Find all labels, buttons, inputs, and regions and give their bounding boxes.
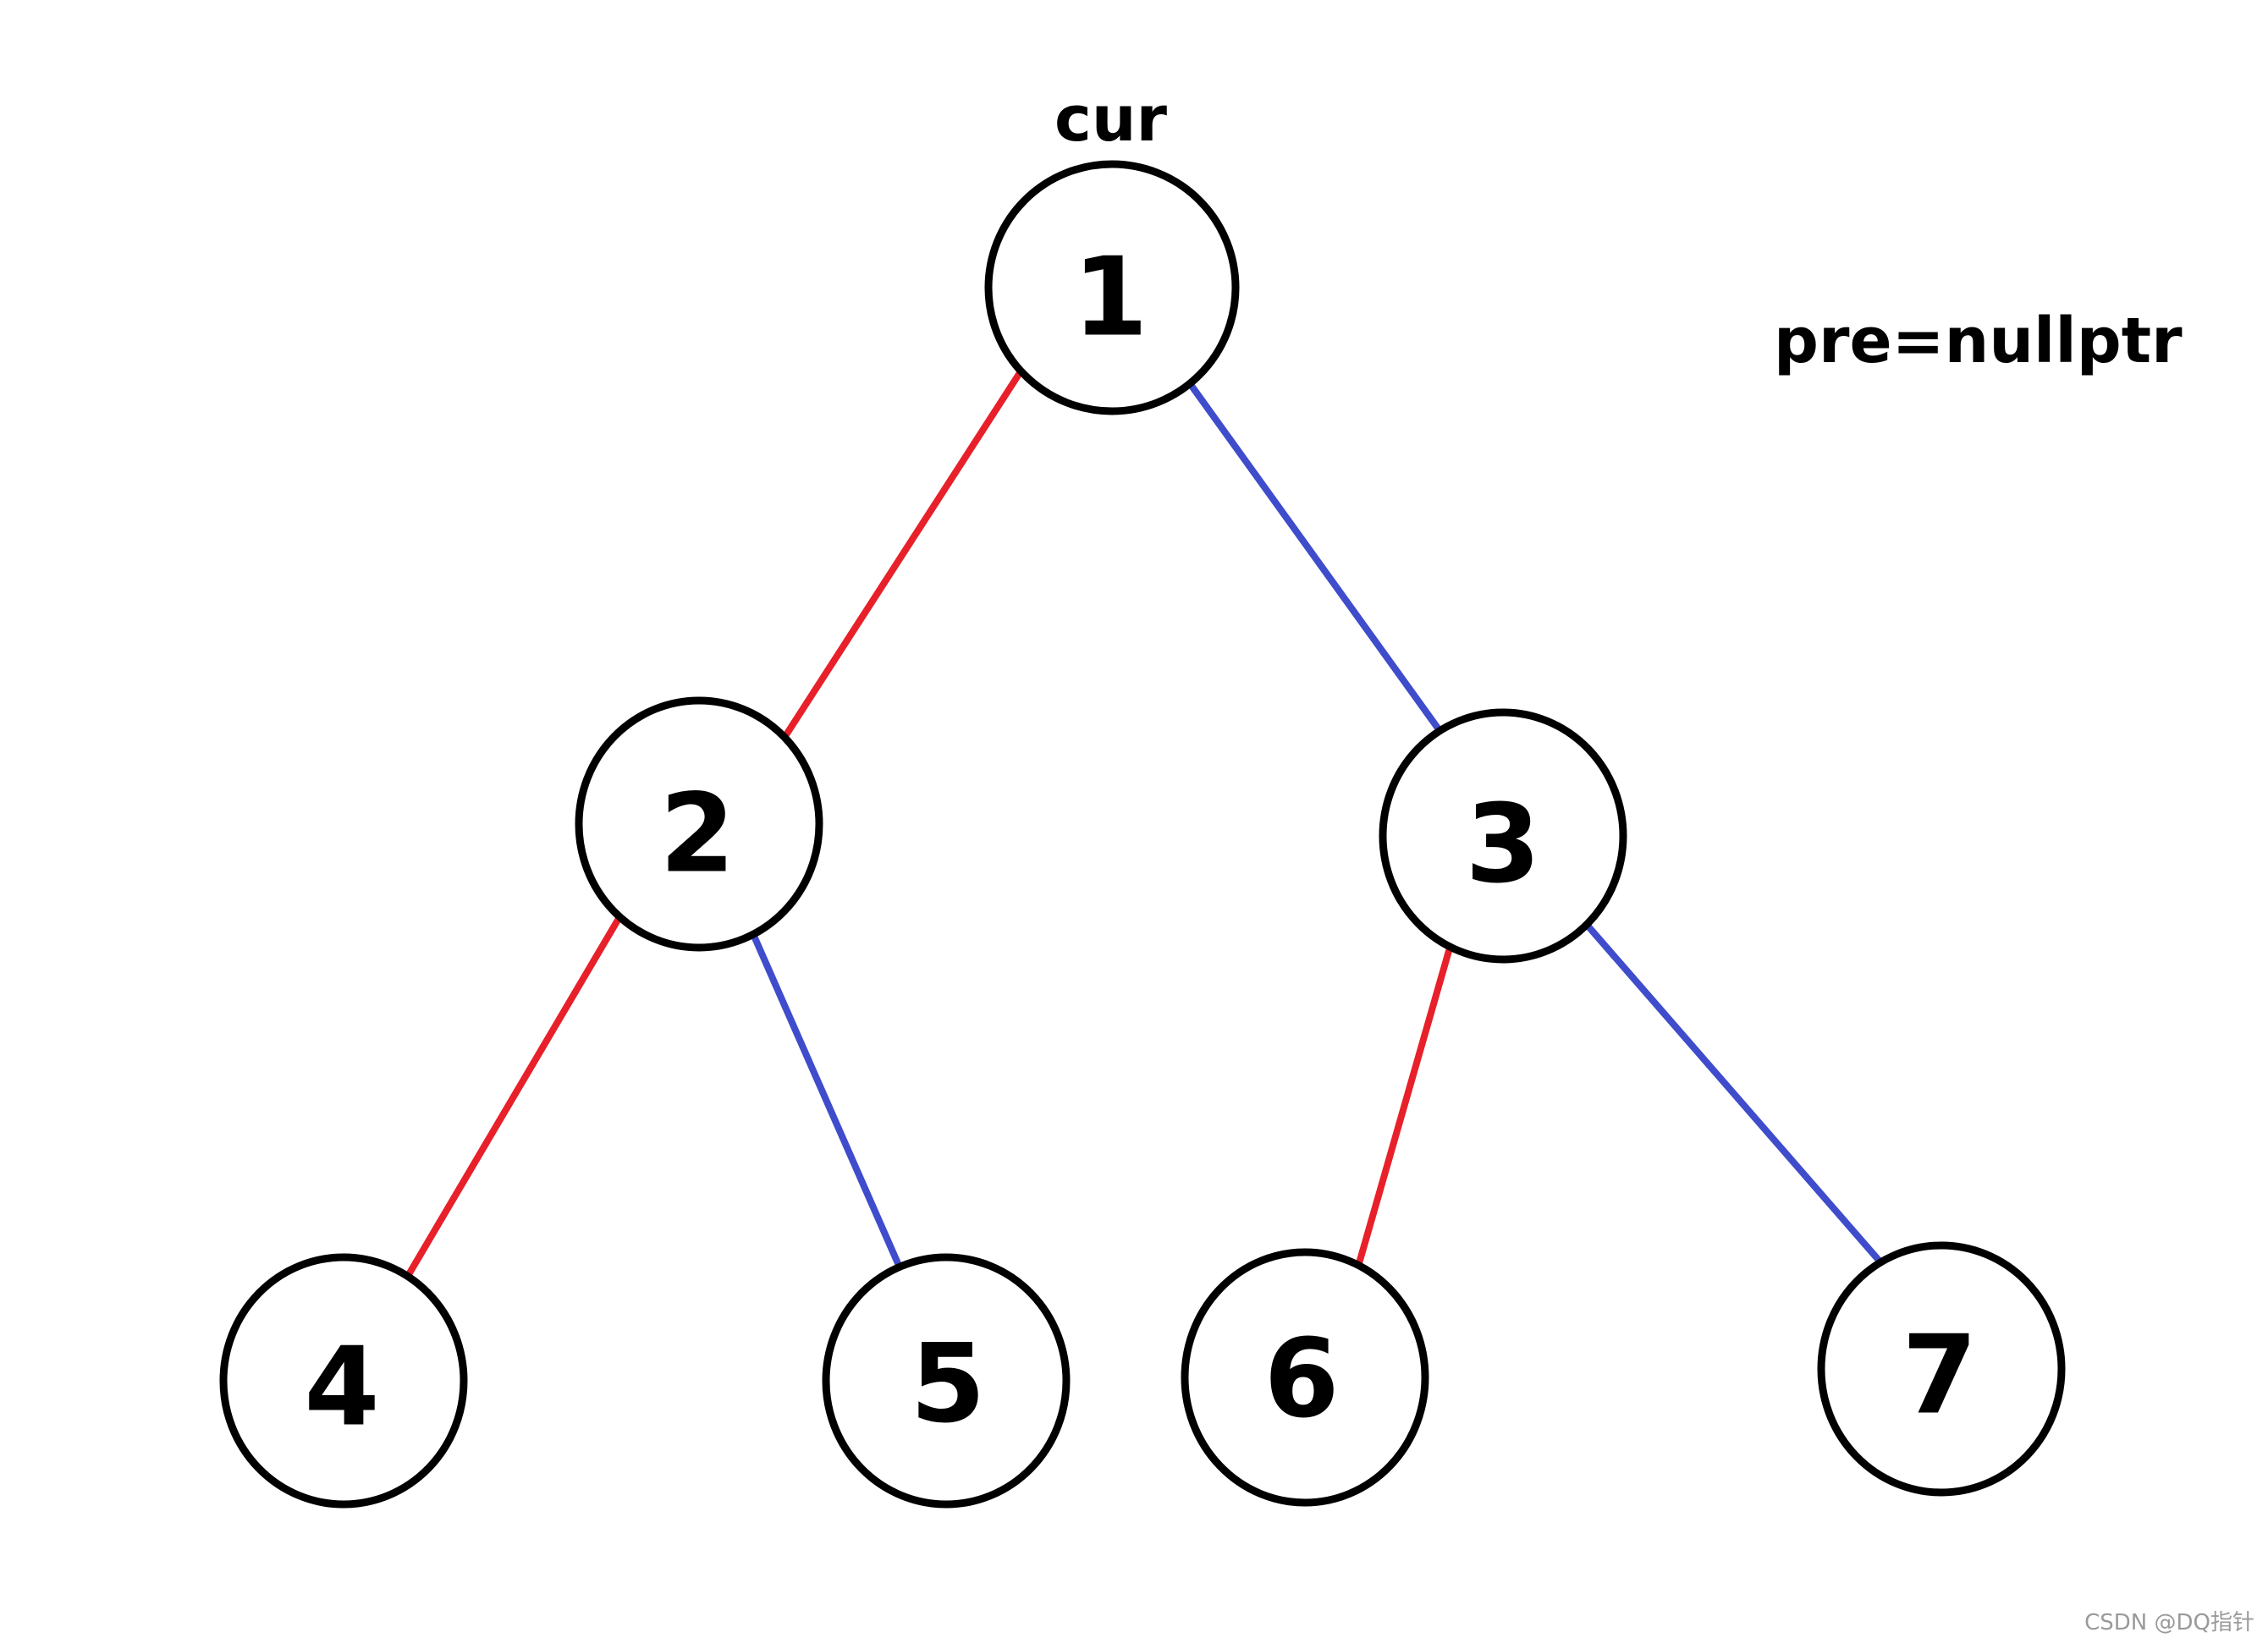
edges-layer [405, 366, 1885, 1279]
node-6: 6 [1181, 1248, 1429, 1507]
node-1-circle [984, 160, 1240, 415]
node-2: 2 [575, 696, 823, 952]
edge-1-2 [782, 366, 1026, 739]
node-7-label: 7 [1902, 1313, 1977, 1439]
csdn-watermark: CSDN @DQ指针 [2084, 1610, 2254, 1635]
node-3-label: 3 [1465, 782, 1540, 908]
node-5-label: 5 [910, 1322, 985, 1448]
node-1-label: 1 [1072, 235, 1148, 361]
node-3: 3 [1379, 708, 1627, 964]
edge-1-3 [1188, 382, 1442, 733]
node-2-circle [575, 696, 823, 952]
node-1: 1 [984, 160, 1240, 415]
node-4-circle [219, 1253, 468, 1509]
node-5-circle [822, 1253, 1071, 1509]
node-4-label: 4 [304, 1325, 379, 1451]
node-7-circle [1817, 1241, 2066, 1497]
edge-2-4 [405, 914, 623, 1279]
node-2-label: 2 [659, 772, 735, 898]
node-6-label: 6 [1263, 1316, 1339, 1443]
node-3-circle [1379, 708, 1627, 964]
node-4: 4 [219, 1253, 468, 1509]
edge-2-5 [750, 931, 904, 1272]
cur-pointer-label: cur [1054, 83, 1168, 156]
pre-pointer-label: pre=nullptr [1774, 305, 2183, 377]
node-6-circle [1181, 1248, 1429, 1507]
node-7: 7 [1817, 1241, 2066, 1497]
node-5: 5 [822, 1253, 1071, 1509]
edge-3-7 [1584, 922, 1885, 1267]
edge-3-6 [1354, 948, 1452, 1272]
